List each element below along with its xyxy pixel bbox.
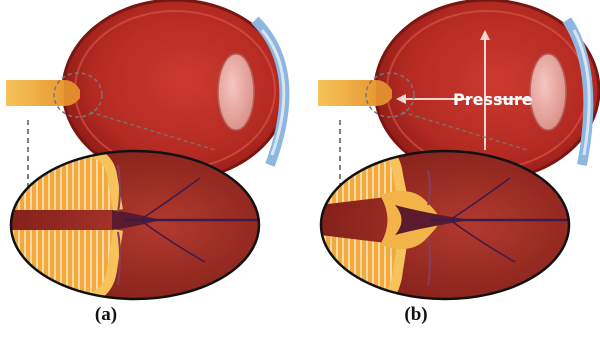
zoom-inset-b	[315, 150, 570, 300]
panel-b: Pressure	[315, 0, 599, 300]
lens-b	[530, 54, 566, 130]
panel-a	[5, 0, 287, 300]
zoom-inset-a	[5, 150, 260, 300]
pressure-label: Pressure	[453, 90, 533, 109]
optic-nerve-a	[6, 80, 80, 106]
panel-b-caption: (b)	[376, 304, 456, 326]
panel-a-caption: (a)	[66, 304, 146, 326]
optic-nerve-b	[318, 80, 392, 106]
lens-a	[218, 54, 254, 130]
